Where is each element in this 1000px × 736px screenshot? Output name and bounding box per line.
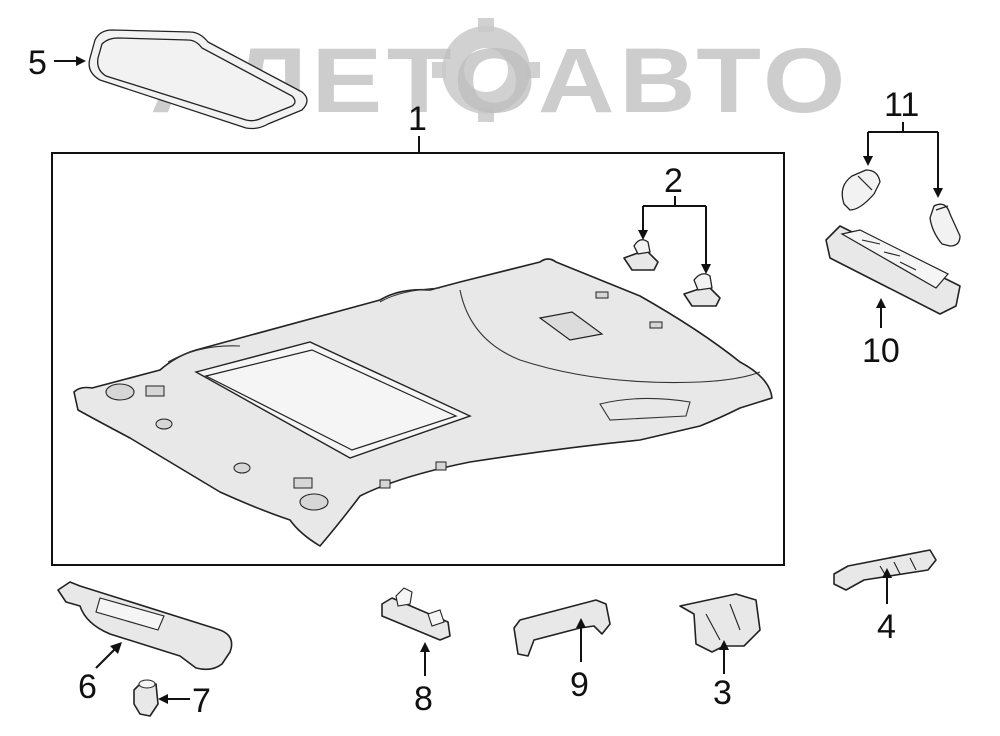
leader-lines <box>54 56 943 704</box>
part-2-clip-left <box>623 239 659 271</box>
callout-10: 10 <box>862 332 900 370</box>
callout-6: 6 <box>78 668 97 706</box>
part-6-sun-visor <box>57 581 233 671</box>
callout-8: 8 <box>414 680 433 718</box>
callout-3: 3 <box>713 674 732 712</box>
callout-labels: 5 1 2 11 10 4 6 7 8 9 3 <box>28 44 919 720</box>
callout-11: 11 <box>884 86 919 124</box>
callout-7: 7 <box>192 682 211 720</box>
callout-4: 4 <box>877 608 896 646</box>
part-8-lamp <box>381 587 451 641</box>
callout-5: 5 <box>28 44 47 82</box>
part-9-assist-grip <box>513 599 611 657</box>
part-11-bulb-left <box>841 169 881 211</box>
part-1-headliner <box>73 258 773 547</box>
part-11-bulb-right <box>929 203 961 247</box>
gear-logo-icon <box>432 18 540 122</box>
part-5-sunroof-seal <box>88 29 308 130</box>
callout-1: 1 <box>408 100 427 138</box>
part-10-lamp-housing <box>825 225 961 315</box>
part-7-visor-holder <box>133 679 159 717</box>
callout-2: 2 <box>664 162 683 200</box>
part-2-clip-right <box>683 273 721 307</box>
callout-9: 9 <box>570 666 589 704</box>
part-4-bracket <box>833 549 937 591</box>
part-3-bracket <box>679 593 761 653</box>
